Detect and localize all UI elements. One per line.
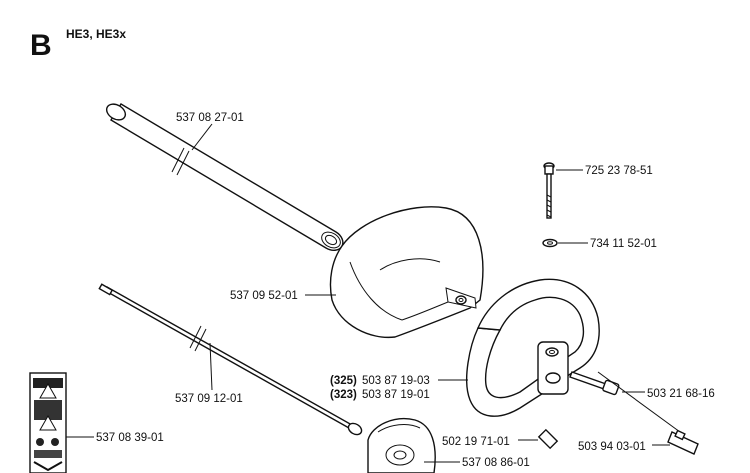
label-flange: 537 08 86-01: [462, 457, 530, 469]
label-handle-325-prefix: (325): [330, 375, 357, 387]
section-letter: B: [30, 29, 52, 62]
shaft-leader: [209, 342, 213, 391]
label-shaft: 537 09 12-01: [175, 393, 243, 405]
label-handle-323-prefix: (323): [330, 389, 357, 401]
label-decal: 537 08 39-01: [96, 432, 164, 444]
label-handle-323: 503 87 19-01: [362, 389, 430, 401]
decal-part: [29, 372, 67, 473]
label-handle-325: 503 87 19-03: [362, 375, 430, 387]
label-washer: 734 11 52-01: [590, 238, 657, 250]
label-bolt: 725 23 78-51: [585, 165, 653, 177]
tube-part: [105, 103, 344, 252]
label-tube: 537 08 27-01: [176, 112, 244, 124]
label-guard: 537 09 52-01: [230, 290, 298, 302]
nut-part: [537, 428, 559, 450]
tube-leader: [191, 123, 213, 151]
model-list: HE3, HE3x: [66, 27, 126, 41]
label-screw: 503 21 68-16: [647, 388, 715, 400]
handle-part: [466, 278, 600, 417]
label-knob: 503 94 03-01: [578, 441, 646, 453]
bolt-part: [543, 162, 555, 219]
screw-part: [569, 371, 620, 396]
knob-part: [597, 371, 699, 455]
flange-part: [367, 418, 436, 473]
label-nut: 502 19 71-01: [442, 436, 510, 448]
washer-part: [542, 238, 558, 248]
shaft-part: [98, 283, 363, 436]
guard-part: [329, 206, 484, 339]
